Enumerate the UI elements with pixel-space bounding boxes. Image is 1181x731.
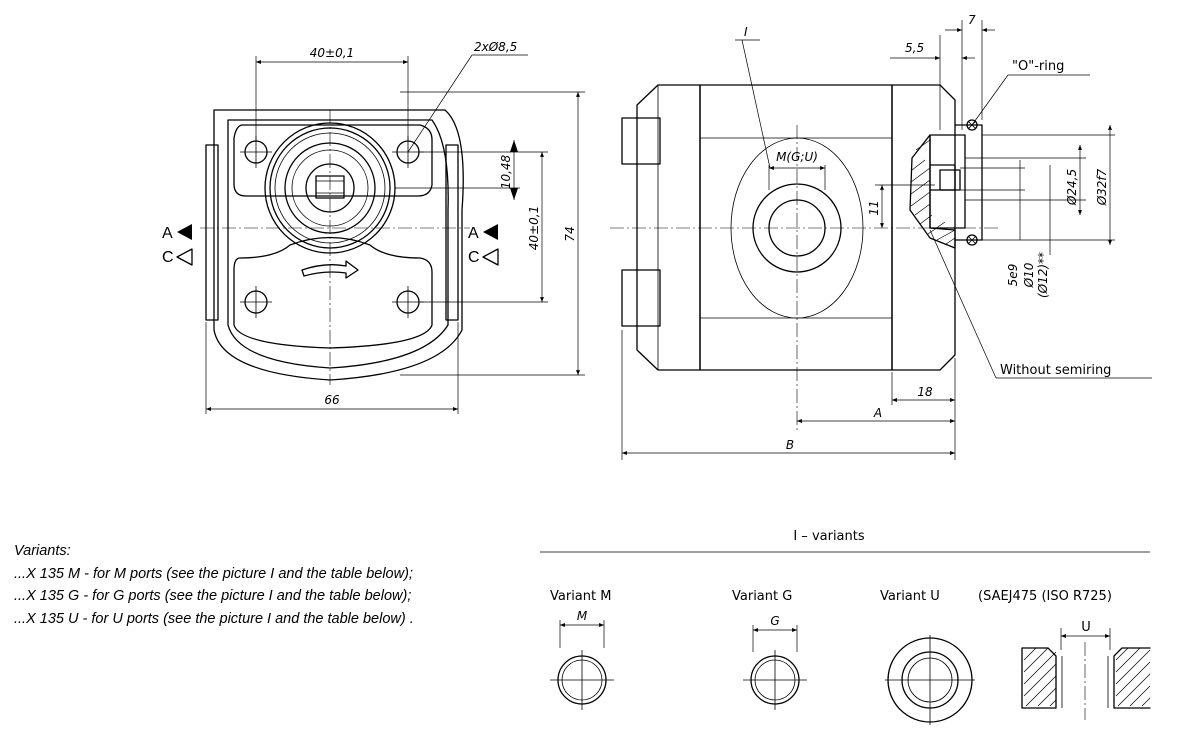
right-lug bbox=[445, 144, 459, 321]
dim-d12: (Ø12)** bbox=[1036, 252, 1050, 298]
port-a-right-triangle-icon bbox=[483, 224, 498, 240]
shaft-section bbox=[909, 119, 983, 249]
variant-g-dim: G bbox=[770, 614, 779, 628]
dim-d24-5: Ø24,5 bbox=[1065, 169, 1079, 206]
without-semiring-label: Without semiring bbox=[1000, 363, 1111, 378]
dim-d32f7: Ø32f7 bbox=[1095, 168, 1109, 206]
note-line-u: ...X 135 U - for U ports (see the pictur… bbox=[14, 610, 414, 627]
dim-width: 66 bbox=[324, 393, 340, 407]
mounting-hole-br bbox=[392, 286, 424, 318]
dim-hole-spacing-top: 40±0,1 bbox=[310, 46, 354, 60]
sae-label: (SAEJ475 (ISO R725) bbox=[978, 589, 1112, 604]
dim-hole-spacing-vert: 40±0,1 bbox=[527, 206, 541, 250]
variant-m-dim: M bbox=[577, 609, 588, 623]
dim-height: 74 bbox=[563, 226, 577, 241]
oring-bottom bbox=[966, 234, 978, 246]
dim-b: B bbox=[786, 438, 794, 452]
variant-g-drawing: G bbox=[743, 614, 807, 710]
oring-label: "O"-ring bbox=[1012, 59, 1064, 74]
notes-title: Variants: bbox=[14, 543, 71, 559]
dim-d10: Ø10 bbox=[1022, 262, 1036, 288]
rotation-arrow-icon bbox=[301, 260, 359, 279]
note-line-g: ...X 135 G - for G ports (see the pictur… bbox=[14, 588, 412, 604]
oring-top bbox=[966, 119, 978, 131]
port-a-left-triangle-icon bbox=[177, 224, 192, 240]
variant-g-label: Variant G bbox=[732, 589, 792, 604]
variants-notes: Variants: ...X 135 M - for M ports (see … bbox=[14, 540, 534, 630]
port-c-right-triangle-icon bbox=[482, 248, 499, 266]
dim-offset: 10,48 bbox=[499, 154, 513, 189]
front-cap bbox=[636, 84, 701, 371]
dim-key-5e9: 5e9 bbox=[1006, 264, 1020, 287]
section-mark: I bbox=[744, 25, 748, 39]
note-line-m: ...X 135 M - for M ports (see the pictur… bbox=[14, 565, 413, 582]
variant-m-label: Variant M bbox=[550, 589, 611, 604]
port-c-right: C bbox=[468, 249, 480, 266]
dim-7: 7 bbox=[968, 13, 976, 27]
dim-a: A bbox=[873, 406, 882, 420]
upper-flange bbox=[233, 124, 433, 197]
dim-18: 18 bbox=[917, 385, 933, 399]
variants-section: I – variants Variant M Variant G Variant… bbox=[540, 529, 1151, 725]
port-c-left-triangle-icon bbox=[176, 248, 193, 266]
port-a-right: A bbox=[468, 225, 479, 242]
lower-flange bbox=[233, 236, 433, 349]
mounting-hole-tl bbox=[240, 136, 272, 168]
variants-title: I – variants bbox=[793, 529, 865, 544]
side-view: I M(G;U) bbox=[610, 13, 1152, 460]
port-a-left: A bbox=[162, 225, 173, 242]
lower-lug bbox=[621, 269, 661, 327]
front-view: A C A C 40±0,1 2xØ8,5 10,48 40±0,1 74 bbox=[162, 40, 585, 414]
sae-dim-u: U bbox=[1081, 620, 1091, 635]
dim-5-5: 5,5 bbox=[905, 41, 924, 55]
variant-u-label: Variant U bbox=[880, 589, 940, 604]
left-lug bbox=[205, 144, 219, 321]
dim-holes: 2xØ8,5 bbox=[474, 40, 517, 54]
variant-u-drawing bbox=[885, 635, 975, 725]
front-view-outline bbox=[213, 109, 464, 381]
dim-11: 11 bbox=[867, 200, 881, 215]
mounting-hole-bl bbox=[240, 286, 272, 318]
variant-m-drawing: M bbox=[550, 609, 614, 710]
port-label: M(G;U) bbox=[776, 150, 818, 164]
upper-lug bbox=[621, 117, 661, 165]
sae-section-drawing: U bbox=[1021, 620, 1151, 720]
port-c-left: C bbox=[162, 249, 174, 266]
